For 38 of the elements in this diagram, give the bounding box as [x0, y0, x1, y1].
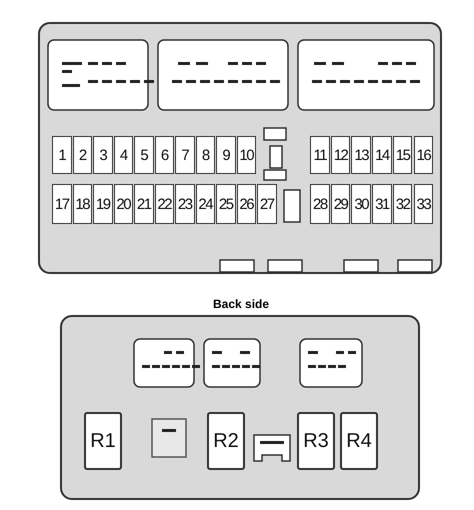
- fuse: 14: [372, 136, 392, 174]
- fuse: 26: [236, 184, 256, 224]
- fuse: 30: [351, 184, 372, 224]
- fuse: 9: [216, 136, 236, 174]
- fuse: 16: [414, 136, 434, 174]
- fuse: 10: [236, 136, 256, 174]
- fuse: 4: [114, 136, 133, 174]
- fuse: 2: [72, 136, 92, 174]
- fuse: 15: [392, 136, 412, 174]
- fuse: 25: [216, 184, 236, 224]
- fuse: 22: [154, 184, 174, 224]
- fuse: 1: [52, 136, 72, 174]
- relay: R4: [340, 412, 378, 470]
- fuse: 12: [330, 136, 350, 174]
- fuse: 5: [134, 136, 154, 174]
- fuse: 13: [351, 136, 372, 174]
- fuse: 18: [72, 184, 92, 224]
- fuse: 11: [310, 136, 330, 174]
- fuse: 23: [175, 184, 194, 224]
- fuse: 3: [93, 136, 112, 174]
- fuse: 32: [392, 184, 412, 224]
- fuse: 21: [134, 184, 154, 224]
- fuse: 6: [154, 136, 174, 174]
- fuse: 24: [196, 184, 215, 224]
- fuse: 8: [196, 136, 215, 174]
- fuse-panel: [38, 22, 442, 274]
- fuse: 29: [330, 184, 350, 224]
- fuse: 33: [414, 184, 434, 224]
- fuse: 19: [93, 184, 112, 224]
- fuse: 20: [114, 184, 133, 224]
- fuse: 17: [52, 184, 72, 224]
- fuse: 27: [257, 184, 276, 224]
- relay: R3: [297, 412, 335, 470]
- fuse: 7: [175, 136, 194, 174]
- relay: R2: [207, 412, 245, 470]
- fuse: 31: [372, 184, 392, 224]
- relay: R1: [84, 412, 122, 470]
- fuse: 28: [310, 184, 330, 224]
